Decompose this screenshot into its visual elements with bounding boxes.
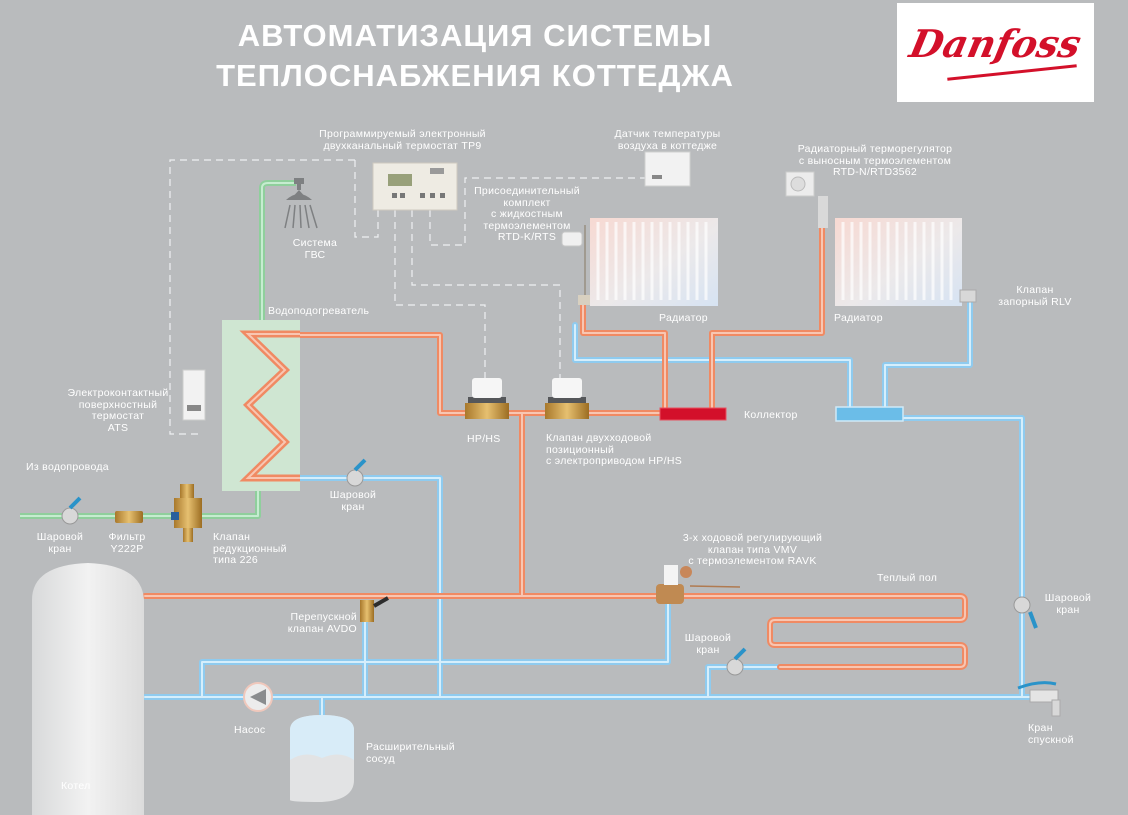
label-two-way-valve: Клапан двухходовой позиционный с электро…: [546, 432, 683, 467]
label-dhw-system: Система ГВС: [292, 237, 338, 261]
ball-valve-inlet[interactable]: [61, 496, 82, 525]
rtd-n-thermostat[interactable]: [785, 171, 828, 228]
label-collector: Коллектор: [744, 409, 798, 421]
radiator-left[interactable]: [590, 218, 718, 306]
ats-thermostat[interactable]: [182, 369, 206, 421]
water-heater[interactable]: [222, 320, 300, 491]
signal-line-tp9-d: [429, 177, 645, 246]
label-bypass-valve: Перепускной клапан AVDO: [287, 611, 357, 635]
pump-arrow-icon: [250, 689, 266, 705]
label-reducing-valve: Клапан редукционный типа 226: [213, 531, 287, 566]
label-hp-hs: HP/HS: [467, 433, 501, 445]
boiler[interactable]: [32, 563, 144, 815]
ball-valve-right[interactable]: [1013, 596, 1038, 629]
label-boiler: Котел: [61, 780, 91, 792]
label-floor-heating: Теплый пол: [877, 572, 938, 584]
label-rlv-valve: Клапан запорный RLV: [998, 284, 1072, 308]
signal-line-ats: [169, 159, 355, 435]
vmv-three-way-valve[interactable]: [656, 565, 741, 604]
label-expansion-tank: Расширительный сосуд: [366, 741, 455, 765]
avdo-bypass-valve[interactable]: [360, 596, 389, 622]
label-ball-valve-floor: Шаровой кран: [684, 632, 732, 656]
hp-hs-valve-1[interactable]: [465, 378, 509, 419]
label-radiator-left: Радиатор: [659, 312, 708, 324]
rlv-valve[interactable]: [959, 289, 977, 303]
drain-valve[interactable]: [1017, 681, 1061, 717]
hp-hs-valve-2[interactable]: [545, 378, 589, 419]
radiator-right[interactable]: [835, 218, 962, 306]
page-title: АВТОМАТИЗАЦИЯ СИСТЕМЫ ТЕПЛОСНАБЖЕНИЯ КОТ…: [150, 16, 800, 96]
label-thermostat-tp9: Программируемый электронный двухканальны…: [319, 128, 486, 152]
logo-text: Danfoss: [905, 21, 1086, 66]
expansion-tank[interactable]: [290, 715, 354, 802]
label-pump: Насос: [234, 724, 266, 736]
label-ball-valve-heater: Шаровой кран: [329, 489, 377, 513]
cold-collector: [835, 406, 904, 422]
signal-line-tp9-a: [354, 160, 379, 238]
ball-valve-heater[interactable]: [346, 458, 367, 487]
label-vmv-valve: 3-х ходовой регулирующий клапан типа VMV…: [682, 532, 823, 567]
title-line-2: ТЕПЛОСНАБЖЕНИЯ КОТТЕДЖА: [216, 58, 734, 93]
tap-water-pipes: [20, 180, 296, 519]
rtd-k-thermal-element[interactable]: [561, 225, 590, 305]
hot-collector: [659, 407, 727, 421]
label-ball-valve-inlet: Шаровой кран: [36, 531, 84, 555]
danfoss-logo: Danfoss: [897, 3, 1094, 102]
ball-valve-floor[interactable]: [726, 647, 747, 676]
filter-y222p[interactable]: [115, 511, 143, 523]
reducing-valve-226[interactable]: [171, 484, 202, 542]
air-temperature-sensor[interactable]: [644, 151, 691, 187]
logo-underline: [947, 64, 1077, 81]
label-air-sensor: Датчик температуры воздуха в коттедже: [614, 128, 721, 152]
shower-icon: [284, 178, 318, 229]
label-filter: Фильтр Y222P: [108, 531, 146, 555]
label-ats: Электроконтактный поверхностный термоста…: [67, 387, 169, 434]
signal-lines: [169, 159, 645, 435]
pump[interactable]: [243, 682, 273, 712]
label-rtd-k: Присоединительный комплект с жидкостным …: [474, 185, 580, 243]
label-rtd-n: Радиаторный терморегулятор с выносным те…: [797, 143, 953, 178]
label-from-mains: Из водопровода: [26, 461, 109, 473]
label-water-heater: Водоподогреватель: [268, 305, 370, 317]
label-drain-valve: Кран спускной: [1028, 722, 1074, 746]
label-radiator-right: Радиатор: [834, 312, 883, 324]
signal-line-tp9-c: [411, 210, 561, 385]
label-ball-valve-right: Шаровой кран: [1044, 592, 1092, 616]
thermostat-tp9[interactable]: [372, 162, 458, 211]
title-line-1: АВТОМАТИЗАЦИЯ СИСТЕМЫ: [237, 18, 713, 53]
